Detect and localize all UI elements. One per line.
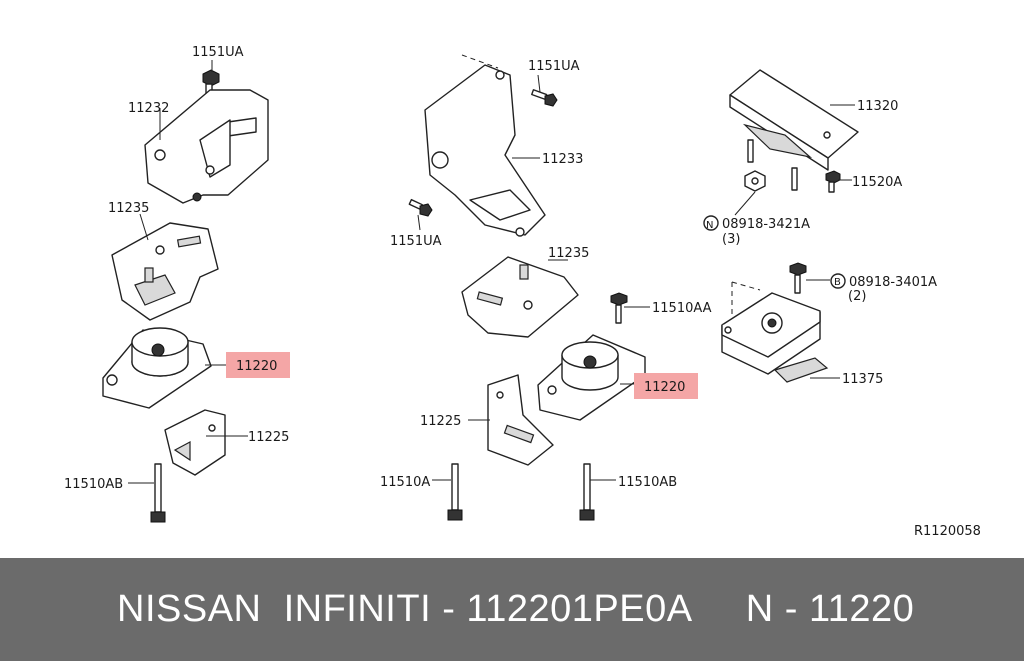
label-1151ua-middle-top: 1151UA [528,59,580,74]
footer-bar: NISSAN INFINITI - 112201PE0A N - 11220 [0,558,1024,661]
n-circle-symbol [703,215,719,231]
parts-diagram: 1151UA 11232 11235 11220 11225 11510AB 1… [64,45,981,539]
bolt-1151ua-middle-bottom [408,198,433,217]
label-11375: 11375 [842,372,883,387]
insulator-11375 [721,281,829,383]
label-n-circle: N [706,220,713,231]
label-qty-3: (3) [722,232,740,247]
heat-shield-11235-middle [461,256,579,338]
label-1151ua-left: 1151UA [192,45,244,60]
label-11235-middle: 11235 [548,246,589,261]
label-b-circle: B [834,277,841,288]
label-08918-3421a: 08918-3421A [722,217,810,232]
heat-shield-11235-left [111,222,219,321]
bracket-11233 [424,64,546,237]
bracket-11225-left [164,409,226,476]
bolt-11510aa [610,292,628,324]
engine-mount-insulator-left [102,327,230,409]
label-11225-middle: 11225 [420,414,461,429]
label-11520a: 11520A [852,175,902,190]
bolt-1151ua-middle-top [531,89,558,107]
b-circle-symbol [830,273,846,289]
bolt-08918-3401a [789,262,807,294]
bolt-11510ab-left [150,463,166,523]
label-11232: 11232 [128,101,169,116]
bolt-11510ab-middle [579,463,595,521]
label-11320: 11320 [857,99,898,114]
label-11510ab-left: 11510AB [64,477,123,492]
label-08918-3401a: 08918-3401A [849,275,937,290]
label-11225-left: 11225 [248,430,289,445]
engine-mount-insulator-middle [537,334,646,421]
label-11510ab-middle: 11510AB [618,475,677,490]
label-11235-left: 11235 [108,201,149,216]
reference-code: R1120058 [914,524,981,539]
plate-11320 [729,69,859,191]
highlight-11220-middle [634,373,698,399]
bracket-11225-middle [487,374,554,466]
label-11220-middle: 11220 [644,380,685,395]
label-1151ua-middle-bottom: 1151UA [390,234,442,249]
bolt-11520a [825,170,841,193]
highlight-11220-left [226,352,290,378]
bracket-11232 [144,89,269,204]
footer-part-number-text: NISSAN INFINITI - 112201PE0A N - 11220 [117,588,915,630]
label-11220-left: 11220 [236,359,277,374]
label-11233: 11233 [542,152,583,167]
nut-08918-3421a [744,170,766,192]
label-11510a: 11510A [380,475,430,490]
bolt-11510a [447,463,463,521]
label-qty-2: (2) [848,289,866,304]
label-11510aa: 11510AA [652,301,712,316]
